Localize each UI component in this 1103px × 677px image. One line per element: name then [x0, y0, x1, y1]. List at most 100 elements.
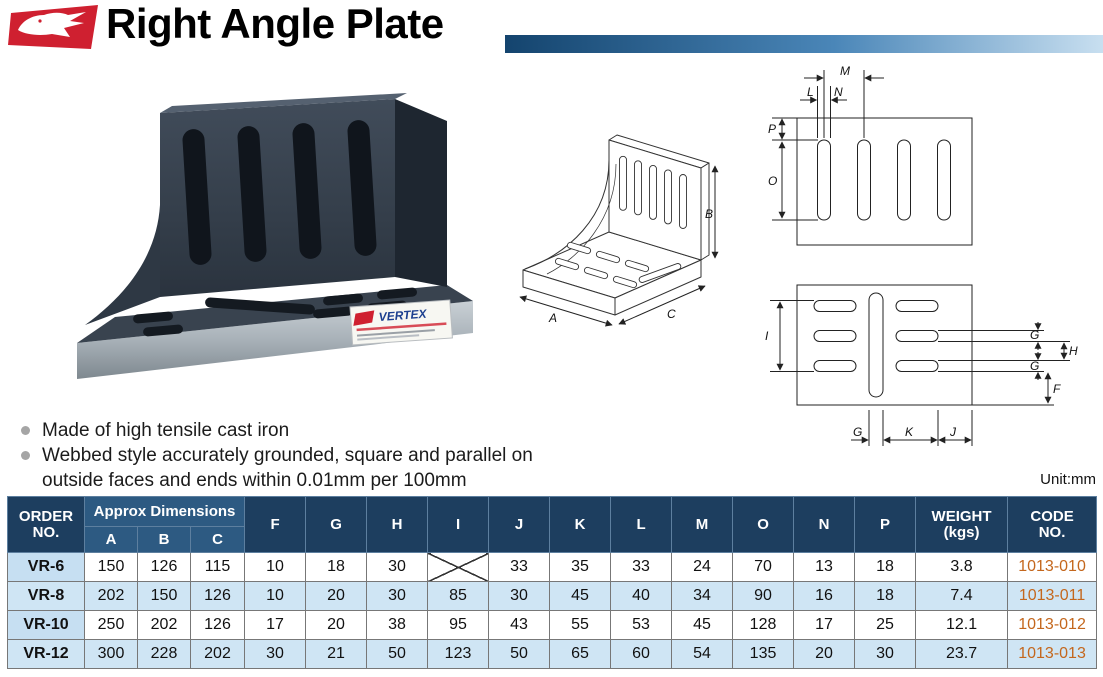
- dimension-labels: M L N P O I G H G F G K J: [765, 64, 1078, 439]
- dim-label-g1: G: [1030, 328, 1039, 342]
- code-no-cell: 1013-012: [1007, 610, 1098, 640]
- spec-cell: 21: [305, 639, 368, 669]
- code-no-cell: 1013-011: [1007, 581, 1098, 611]
- plan-view-slots: [813, 292, 939, 398]
- dim-label-k: K: [905, 425, 914, 439]
- table-row: VR-8 202 150 126 10 20 30 85 30 45 40 34…: [7, 581, 1098, 611]
- spec-cell: 55: [549, 610, 612, 640]
- isometric-drawing: A C B: [505, 118, 720, 366]
- spec-cell: 40: [610, 581, 673, 611]
- order-no-cell: VR-8: [7, 581, 85, 611]
- spec-cell: 35: [549, 552, 612, 582]
- col-header-n: N: [793, 496, 856, 553]
- plate-web-curve: [85, 205, 160, 325]
- title-accent-bar: [505, 35, 1103, 53]
- weight-cell: 12.1: [915, 610, 1009, 640]
- dim-label-i: I: [765, 329, 769, 343]
- product-photo: VERTEX: [55, 85, 485, 405]
- iso-dimension-lines: [519, 165, 719, 327]
- spec-cell: 16: [793, 581, 856, 611]
- spec-cell: 202: [84, 581, 138, 611]
- col-header-g: G: [305, 496, 368, 553]
- spec-cell: 202: [189, 639, 246, 669]
- plate-upright-face: [160, 99, 395, 297]
- spec-cell: 135: [732, 639, 795, 669]
- col-header-i: I: [427, 496, 490, 553]
- col-header-k: K: [549, 496, 612, 553]
- spec-cell: 17: [793, 610, 856, 640]
- feature-list: Made of high tensile cast iron Webbed st…: [18, 418, 563, 493]
- col-header-f: F: [244, 496, 307, 553]
- spec-cell: 20: [305, 610, 368, 640]
- header-line: ORDER: [18, 507, 74, 525]
- bullet-icon: [21, 451, 30, 460]
- dim-label-g2: G: [1030, 359, 1039, 373]
- header-line: CODE: [1030, 507, 1074, 525]
- sticker-logo-icon: [353, 310, 375, 326]
- spec-cell: 20: [793, 639, 856, 669]
- spec-cell: 30: [244, 639, 307, 669]
- spec-cell: 95: [427, 610, 490, 640]
- col-header-h: H: [366, 496, 429, 553]
- col-header-m: M: [671, 496, 734, 553]
- header-line: (kgs): [943, 523, 980, 541]
- spec-cell: 90: [732, 581, 795, 611]
- spec-cell: 85: [427, 581, 490, 611]
- spec-cell: 30: [854, 639, 917, 669]
- spec-cell: 150: [84, 552, 138, 582]
- spec-cell: 13: [793, 552, 856, 582]
- spec-cell: 126: [137, 552, 191, 582]
- spec-cell: 33: [610, 552, 673, 582]
- table-row: VR-10 250 202 126 17 20 38 95 43 55 53 4…: [7, 610, 1098, 640]
- spec-cell: 128: [732, 610, 795, 640]
- spec-cell: 115: [189, 552, 246, 582]
- weight-cell: 7.4: [915, 581, 1009, 611]
- spec-cell: 38: [366, 610, 429, 640]
- feature-text: Made of high tensile cast iron: [42, 420, 290, 441]
- col-header-c: C: [189, 526, 246, 553]
- spec-cell: 202: [137, 610, 191, 640]
- dim-label-f: F: [1053, 382, 1061, 396]
- col-header-l: L: [610, 496, 673, 553]
- plate-upright-side: [395, 99, 447, 287]
- spec-cell: 53: [610, 610, 673, 640]
- spec-cell: 30: [366, 552, 429, 582]
- spec-cell: 126: [189, 610, 246, 640]
- header-line: NO.: [32, 523, 60, 541]
- iso-upright-slots: [619, 155, 687, 229]
- dim-label-o: O: [768, 174, 777, 188]
- feature-item: Webbed style accurately grounded, square…: [18, 443, 538, 493]
- spec-cell: 18: [854, 552, 917, 582]
- eagle-logo-icon: [8, 5, 98, 49]
- dim-label-m: M: [840, 64, 850, 78]
- spec-cell: 300: [84, 639, 138, 669]
- spec-cell: 17: [244, 610, 307, 640]
- dim-label-c: C: [667, 307, 676, 321]
- spec-cell: 228: [137, 639, 191, 669]
- spec-cell: 50: [366, 639, 429, 669]
- spec-cell: 30: [366, 581, 429, 611]
- table-row: VR-6 150 126 115 10 18 30 33 35 33 24 70…: [7, 552, 1098, 582]
- spec-cell: 250: [84, 610, 138, 640]
- spec-cell: 20: [305, 581, 368, 611]
- spec-cell: 43: [488, 610, 551, 640]
- dim-label-b: B: [705, 207, 713, 221]
- dimension-drawings: M L N P O I G H G F G K J: [752, 58, 1100, 463]
- spec-cell: 18: [854, 581, 917, 611]
- bullet-icon: [21, 426, 30, 435]
- spec-cell: 45: [671, 610, 734, 640]
- col-header-j: J: [488, 496, 551, 553]
- col-header-approx-dimensions: Approx Dimensions: [83, 496, 246, 527]
- col-header-b: B: [137, 526, 191, 553]
- spec-cell: 60: [610, 639, 673, 669]
- vertex-sticker: VERTEX: [349, 299, 453, 346]
- na-crossed-cell: [427, 552, 490, 582]
- iso-base-slots: [554, 241, 682, 289]
- feature-text: Webbed style accurately grounded, square…: [42, 445, 533, 491]
- dim-label-j: J: [949, 425, 957, 439]
- header-line: WEIGHT: [931, 507, 992, 525]
- spec-cell: 45: [549, 581, 612, 611]
- col-header-code: CODE NO.: [1007, 496, 1098, 553]
- col-header-p: P: [854, 496, 917, 553]
